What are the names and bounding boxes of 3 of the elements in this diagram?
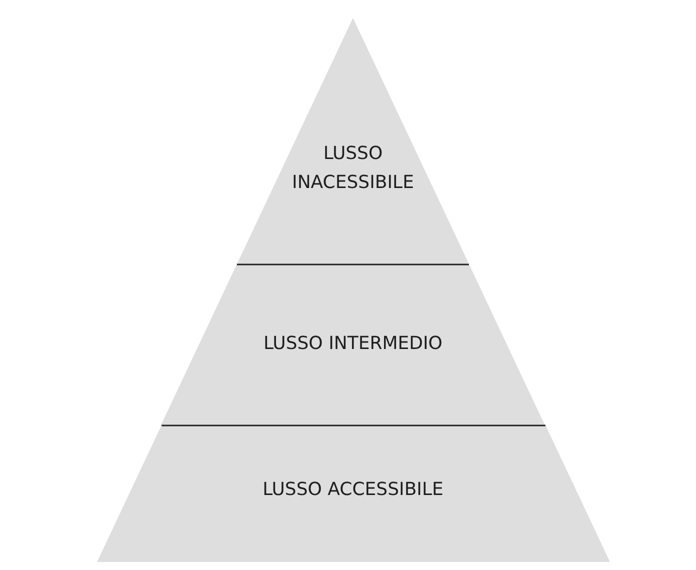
band-label: LUSSO ACCESSIBILE — [262, 478, 444, 502]
band-label: LUSSO INACESSIBILE — [291, 142, 415, 195]
band-label: LUSSO INTERMEDIO — [264, 332, 442, 356]
